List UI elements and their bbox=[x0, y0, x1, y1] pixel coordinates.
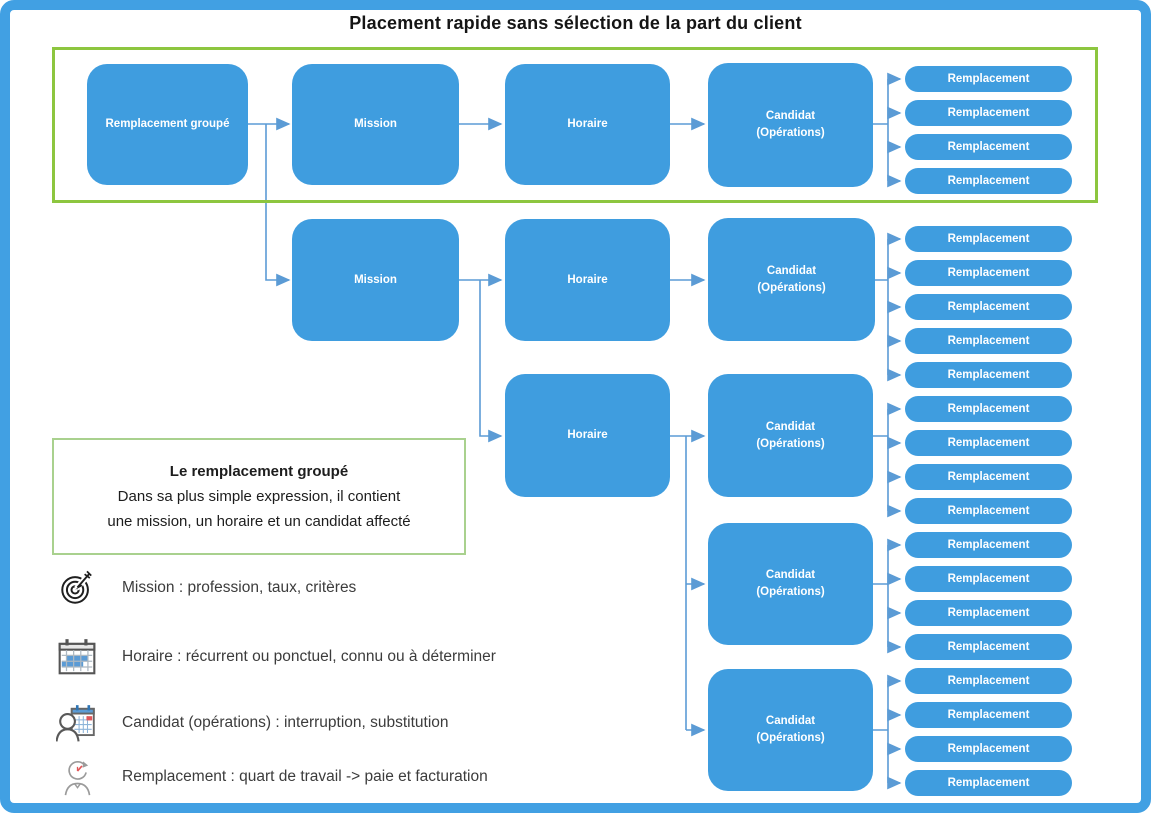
legend-row-candidat: Candidat (opérations) : interruption, su… bbox=[56, 701, 449, 745]
node-sublabel: (Opérations) bbox=[756, 437, 825, 450]
remplacement-pill: Remplacement bbox=[905, 134, 1072, 160]
info-box-line: une mission, un horaire et un candidat a… bbox=[107, 513, 411, 530]
remplacement-pill: Remplacement bbox=[905, 100, 1072, 126]
node-candidat-5: Candidat (Opérations) bbox=[708, 669, 873, 791]
node-mission-1: Mission bbox=[292, 64, 459, 185]
node-label: Mission bbox=[354, 273, 397, 286]
node-label: Candidat bbox=[765, 110, 816, 123]
legend-row-horaire: Horaire : récurrent ou ponctuel, connu o… bbox=[56, 635, 496, 679]
node-sublabel: (Opérations) bbox=[756, 732, 825, 744]
page-title: Placement rapide sans sélection de la pa… bbox=[349, 13, 802, 33]
remplacement-pill: Remplacement bbox=[905, 498, 1072, 524]
remplacement-pill: Remplacement bbox=[905, 362, 1072, 388]
remplacement-pill: Remplacement bbox=[905, 600, 1072, 626]
node-mission-2: Mission bbox=[292, 219, 459, 341]
legend-row-mission: Mission : profession, taux, critères bbox=[56, 566, 356, 610]
node-label: Horaire bbox=[567, 429, 608, 442]
legend-text-remplacement: Remplacement : quart de travail -> paie … bbox=[122, 768, 488, 785]
remplacement-pill: Remplacement bbox=[905, 634, 1072, 660]
remplacement-pill: Remplacement bbox=[905, 328, 1072, 354]
node-label: Mission bbox=[354, 118, 397, 131]
info-box: Le remplacement groupé Dans sa plus simp… bbox=[52, 438, 466, 555]
node-sublabel: (Opérations) bbox=[757, 281, 826, 294]
node-candidat-4: Candidat (Opérations) bbox=[708, 523, 873, 645]
remplacement-pill: Remplacement bbox=[905, 770, 1072, 796]
remplacement-pill: Remplacement bbox=[905, 430, 1072, 456]
remplacement-pill: Remplacement bbox=[905, 566, 1072, 592]
remplacement-pill: Remplacement bbox=[905, 294, 1072, 320]
node-horaire-3: Horaire bbox=[505, 374, 670, 497]
target-icon bbox=[56, 566, 98, 610]
person-calendar-icon bbox=[56, 701, 98, 745]
node-remplacement-groupe: Remplacement groupé bbox=[87, 64, 248, 185]
node-candidat-1: Candidat (Opérations) bbox=[708, 63, 873, 187]
node-label: Candidat bbox=[765, 569, 816, 582]
remplacement-pill: Remplacement bbox=[905, 66, 1072, 92]
remplacement-pill: Remplacement bbox=[905, 736, 1072, 762]
node-candidat-2: Candidat (Opérations) bbox=[708, 218, 875, 341]
remplacement-pill: Remplacement bbox=[905, 396, 1072, 422]
remplacement-pill: Remplacement bbox=[905, 668, 1072, 694]
node-horaire-2: Horaire bbox=[505, 219, 670, 341]
person-refresh-icon bbox=[56, 755, 98, 799]
remplacement-pill: Remplacement bbox=[905, 168, 1072, 194]
legend-text-mission: Mission : profession, taux, critères bbox=[122, 579, 357, 596]
node-sublabel: (Opérations) bbox=[756, 586, 825, 598]
node-horaire-1: Horaire bbox=[505, 64, 670, 185]
node-candidat-3: Candidat (Opérations) bbox=[708, 374, 873, 497]
remplacement-pill: Remplacement bbox=[905, 260, 1072, 286]
node-label: Horaire bbox=[567, 273, 608, 286]
remplacement-pill: Remplacement bbox=[905, 464, 1072, 490]
legend-text-candidat: Candidat (opérations) : interruption, su… bbox=[122, 714, 449, 731]
node-label: Candidat bbox=[765, 420, 816, 433]
legend-text-horaire: Horaire : récurrent ou ponctuel, connu o… bbox=[122, 648, 496, 665]
highlight-group-box bbox=[52, 47, 1098, 203]
node-label: Candidat bbox=[765, 715, 816, 728]
node-label: Remplacement groupé bbox=[105, 118, 230, 131]
node-sublabel: (Opérations) bbox=[756, 127, 825, 139]
node-label: Horaire bbox=[567, 118, 608, 131]
legend-row-remplacement: Remplacement : quart de travail -> paie … bbox=[56, 755, 488, 799]
remplacement-pill: Remplacement bbox=[905, 226, 1072, 252]
node-label: Candidat bbox=[766, 264, 817, 277]
info-box-heading: Le remplacement groupé bbox=[169, 463, 349, 480]
calendar-icon bbox=[56, 635, 98, 679]
info-box-line: Dans sa plus simple expression, il conti… bbox=[117, 488, 401, 505]
remplacement-pill: Remplacement bbox=[905, 532, 1072, 558]
remplacement-pill: Remplacement bbox=[905, 702, 1072, 728]
